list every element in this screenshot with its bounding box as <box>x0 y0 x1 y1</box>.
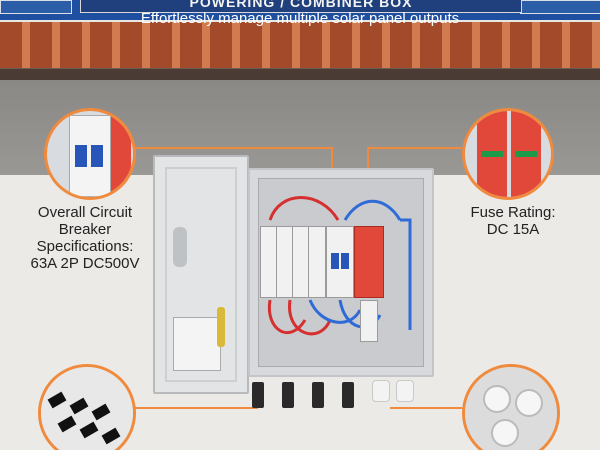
door-latch-icon <box>173 227 187 267</box>
fuse-holder-4 <box>308 226 326 298</box>
mc4-gland-1 <box>252 382 264 408</box>
banner-title: POWERING / COMBINER BOX <box>189 0 413 10</box>
fuse-rating-label: Fuse Rating: DC 15A <box>470 204 556 238</box>
mc4-gland-2 <box>282 382 294 408</box>
enclosure-door <box>153 155 249 394</box>
mc4-gland-3 <box>312 382 324 408</box>
cable-glands-circle <box>462 364 560 450</box>
circuit-breaker <box>326 226 354 298</box>
terminal-block <box>360 300 378 342</box>
mc4-connectors-circle <box>38 364 136 450</box>
surge-protector <box>354 226 384 298</box>
cable-gland-1 <box>372 380 390 402</box>
banner-title-plate: POWERING / COMBINER BOX <box>80 0 522 13</box>
breaker-spec-label: Overall Circuit Breaker Specifications: … <box>30 204 140 272</box>
breaker-closeup-circle <box>44 108 136 200</box>
banner-subtitle: Effortlessly manage multiple solar panel… <box>140 10 460 27</box>
mc4-gland-4 <box>342 382 354 408</box>
fuse-closeup-circle <box>462 108 554 200</box>
roof-tiles <box>0 22 600 69</box>
combiner-box-enclosure <box>248 168 434 377</box>
wiring-diagram-sticker <box>173 317 221 371</box>
cable-gland-2 <box>396 380 414 402</box>
ground-wire <box>217 307 225 347</box>
wiring <box>267 196 412 336</box>
